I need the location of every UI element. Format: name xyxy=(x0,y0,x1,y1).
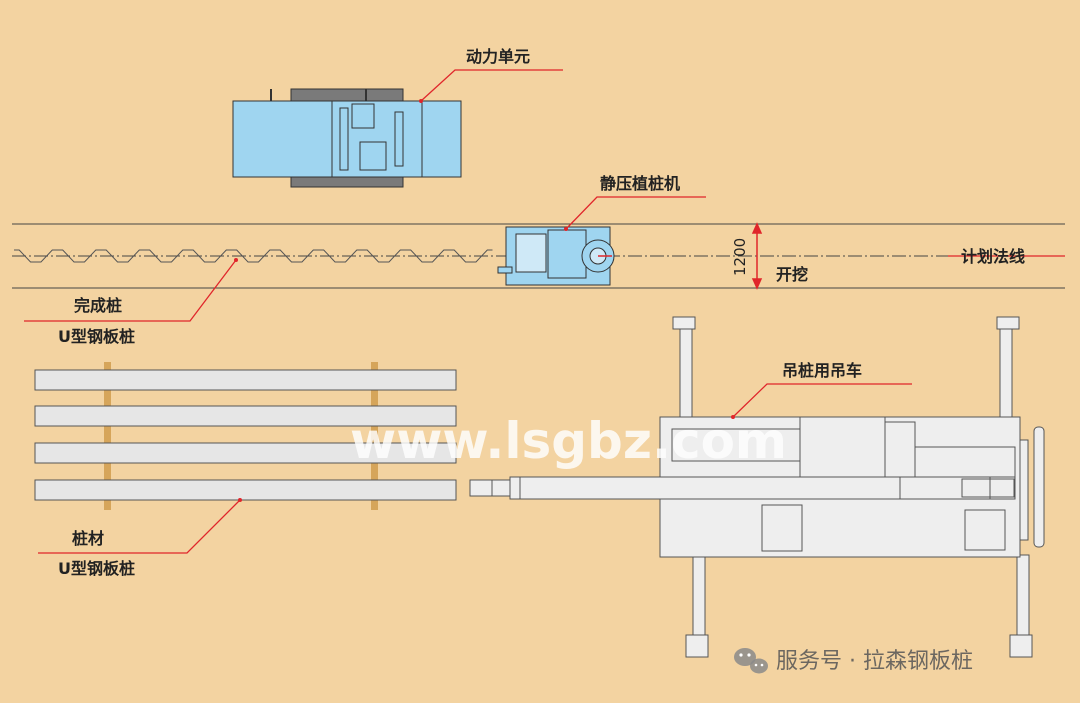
leader-power-unit xyxy=(420,69,563,102)
label-plan-line: 计划法线 xyxy=(961,247,1025,266)
label-press-in-machine: 静压植桩机 xyxy=(600,174,680,193)
completed-sheet-pile-wall xyxy=(14,249,493,263)
power-unit xyxy=(232,88,462,188)
leader-dots xyxy=(234,99,735,502)
label-completed-pile: 完成桩 xyxy=(74,296,122,315)
label-crane: 吊桩用吊车 xyxy=(782,361,862,380)
label-power-unit: 动力单元 xyxy=(466,47,530,66)
label-pile-material-type: U型钢板桩 xyxy=(58,559,135,578)
leader-press-in-machine xyxy=(565,196,706,230)
crane xyxy=(469,316,1045,658)
dimension-arrow xyxy=(751,222,763,290)
label-excavation: 开挖 xyxy=(776,265,808,284)
dimension-label: 1200 xyxy=(731,238,749,276)
leader-completed-pile xyxy=(24,259,237,322)
leader-lines xyxy=(24,69,1065,554)
label-completed-pile-type: U型钢板桩 xyxy=(58,327,135,346)
label-pile-material: 桩材 xyxy=(72,529,104,548)
brand-text: 服务号 · 拉森钢板桩 xyxy=(776,649,973,674)
wechat-icon xyxy=(734,648,768,674)
pile-material-stack xyxy=(34,362,457,510)
leader-pile-material xyxy=(38,499,241,554)
leader-crane xyxy=(732,383,912,418)
press-in-machine xyxy=(497,226,615,286)
watermark: www.lsgbz.com xyxy=(350,412,787,470)
